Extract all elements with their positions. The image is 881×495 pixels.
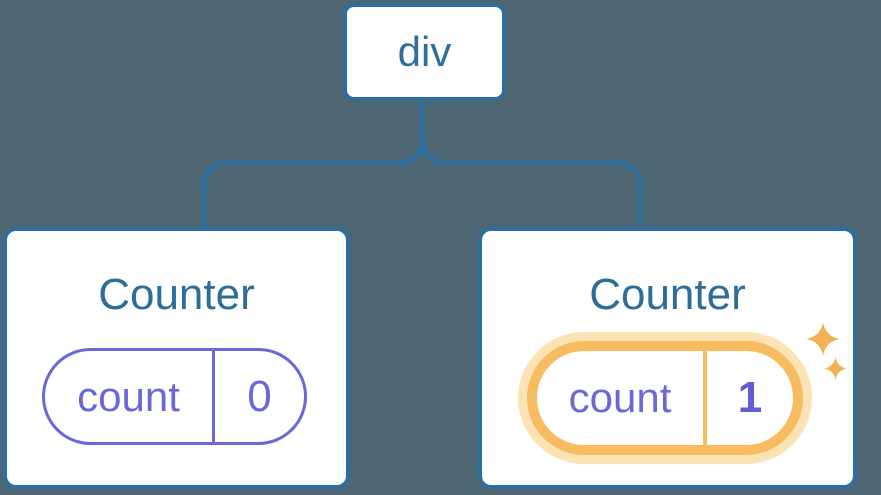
state-value: 0 xyxy=(247,371,272,421)
sparkles-icon xyxy=(824,357,847,380)
state-key-label: count xyxy=(537,351,707,445)
connector-left-branch xyxy=(201,98,425,229)
root-node-label: div xyxy=(397,28,452,75)
counter-card-right-title: Counter xyxy=(589,270,746,319)
state-value: 1 xyxy=(737,373,763,422)
counter-card-left: Counter count 0 xyxy=(3,227,350,489)
root-node-div: div xyxy=(343,3,506,101)
counter-card-left-title: Counter xyxy=(98,270,255,319)
counter-card-right: Counter count 1 xyxy=(478,227,857,489)
connector-right-branch xyxy=(419,98,643,229)
state-key-label: count xyxy=(45,351,215,442)
state-pill-right-highlighted: count 1 xyxy=(527,341,803,455)
sparkles-icon xyxy=(806,322,840,356)
state-pill-left: count 0 xyxy=(42,348,307,445)
